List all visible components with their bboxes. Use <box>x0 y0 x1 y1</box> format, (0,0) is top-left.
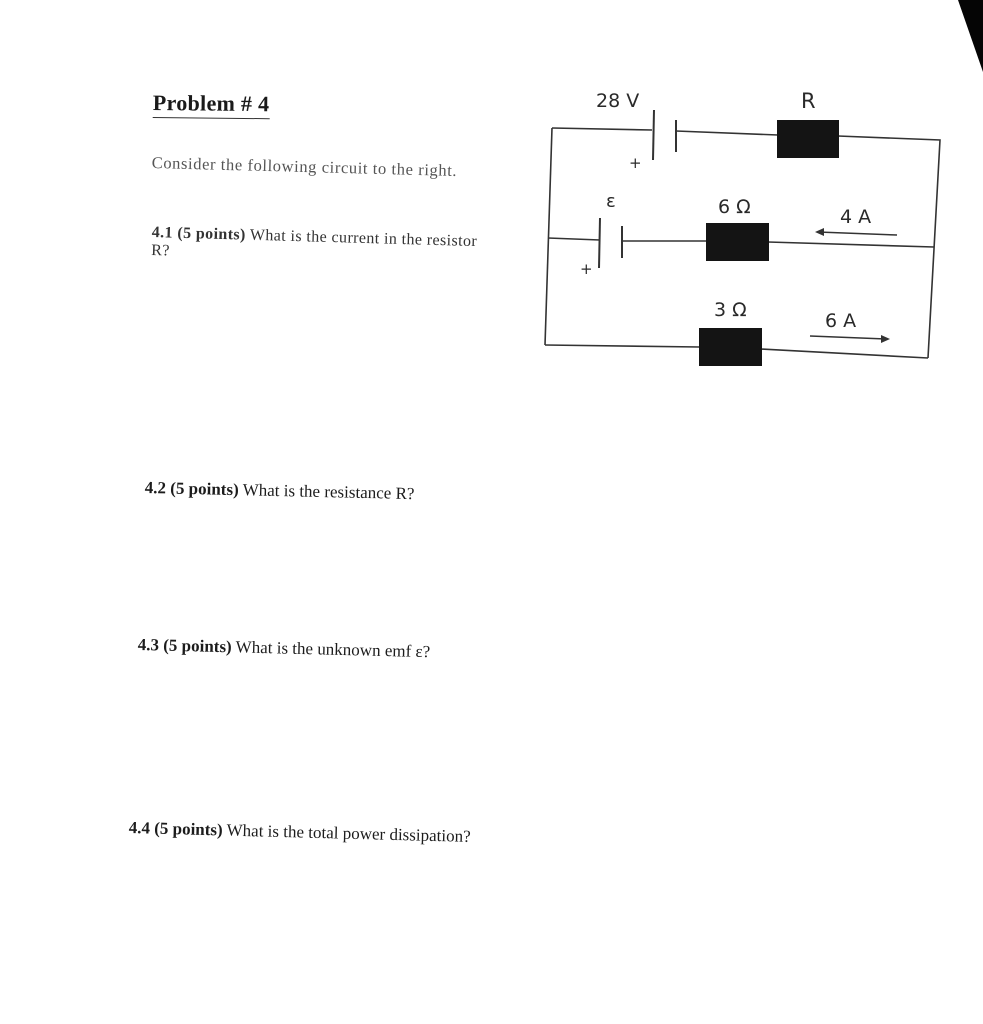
circuit-wires <box>544 127 941 359</box>
battery-top-plus: + <box>629 154 642 172</box>
resistor-3-label: 3 Ω <box>714 299 747 321</box>
resistor-r-label: R <box>801 89 816 113</box>
battery-emf-plus: + <box>580 260 593 278</box>
battery-emf-label: ε <box>606 191 616 212</box>
battery-28v: 28 V + <box>596 90 677 172</box>
battery-emf: ε + <box>580 191 623 278</box>
current-6a-label: 6 A <box>825 310 856 332</box>
current-4a-label: 4 A <box>840 206 871 228</box>
resistor-6-label: 6 Ω <box>718 196 751 218</box>
resistor-r: R <box>777 89 839 158</box>
battery-top-label: 28 V <box>596 90 639 112</box>
resistor-3-ohm: 3 Ω <box>699 299 762 366</box>
resistor-6-ohm: 6 Ω <box>706 196 769 261</box>
current-arrow-4a: 4 A <box>815 206 898 236</box>
current-arrow-6a: 6 A <box>809 310 890 343</box>
